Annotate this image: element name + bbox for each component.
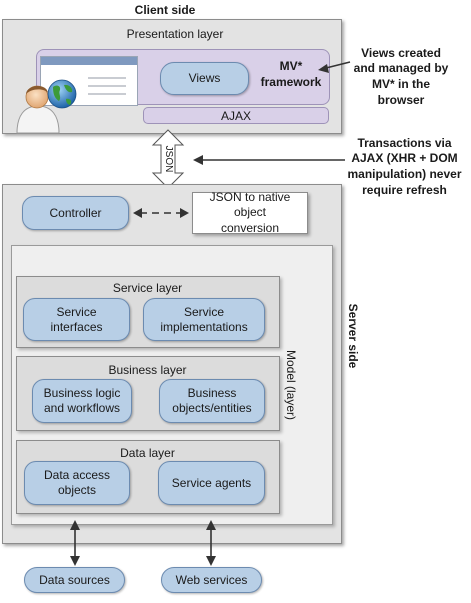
business-logic-node: Business logic and workflows: [32, 379, 132, 423]
data-access-objects-node: Data access objects: [24, 461, 130, 505]
service-implementations-node: Service implementations: [143, 298, 265, 341]
client-side-title: Client side: [134, 3, 196, 17]
transport-annotation: Transactions via AJAX (XHR + DOM manipul…: [347, 135, 462, 197]
web-services-node: Web services: [161, 567, 262, 593]
data-layer-title: Data layer: [120, 446, 175, 460]
json-conversion-box: JSON to native object conversion: [192, 190, 308, 235]
controller-node: Controller: [22, 196, 129, 230]
presentation-layer-title: Presentation layer: [126, 27, 224, 41]
views-annotation: Views created and managed by MV* in the …: [353, 45, 449, 107]
ajax-bar: AJAX: [143, 107, 329, 124]
data-sources-node: Data sources: [24, 567, 125, 593]
service-agents-node: Service agents: [158, 461, 265, 505]
business-objects-node: Business objects/entities: [159, 379, 265, 423]
service-layer-title: Service layer: [112, 281, 183, 295]
mv-framework-label: MV* framework: [260, 59, 322, 89]
service-interfaces-node: Service interfaces: [23, 298, 130, 341]
business-layer-title: Business layer: [108, 363, 187, 377]
views-node: Views: [160, 62, 249, 95]
